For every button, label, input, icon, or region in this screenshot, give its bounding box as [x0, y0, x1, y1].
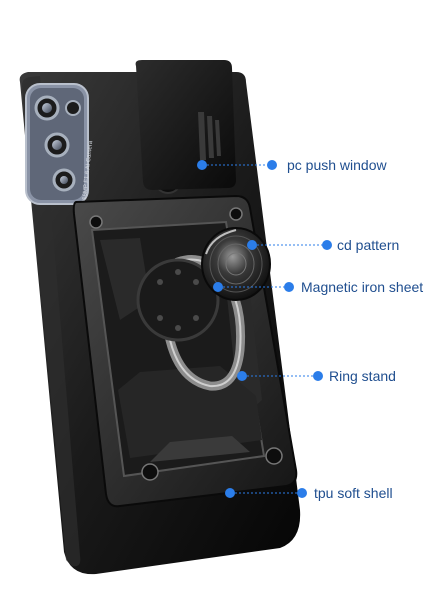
marker-push-window: [197, 160, 277, 170]
label-magnetic-iron-sheet: Magnetic iron sheet: [301, 279, 424, 295]
cd-pattern-disc: [201, 227, 271, 301]
label-cd-pattern: cd pattern: [337, 237, 400, 253]
label-ring-stand: Ring stand: [329, 368, 396, 384]
marker-ring-stand: [237, 371, 323, 381]
callout-markers: [197, 160, 332, 498]
camera-module: [25, 83, 89, 205]
label-push-window: pc push window: [287, 157, 387, 173]
marker-tpu-shell: [225, 488, 307, 498]
camera-slide-cover: [135, 60, 236, 190]
magnetic-iron-sheet: [136, 258, 220, 342]
label-tpu-soft-shell: tpu soft shell: [314, 485, 393, 501]
marker-cd-pattern: [247, 240, 332, 250]
marker-magnetic-iron: [213, 282, 294, 292]
